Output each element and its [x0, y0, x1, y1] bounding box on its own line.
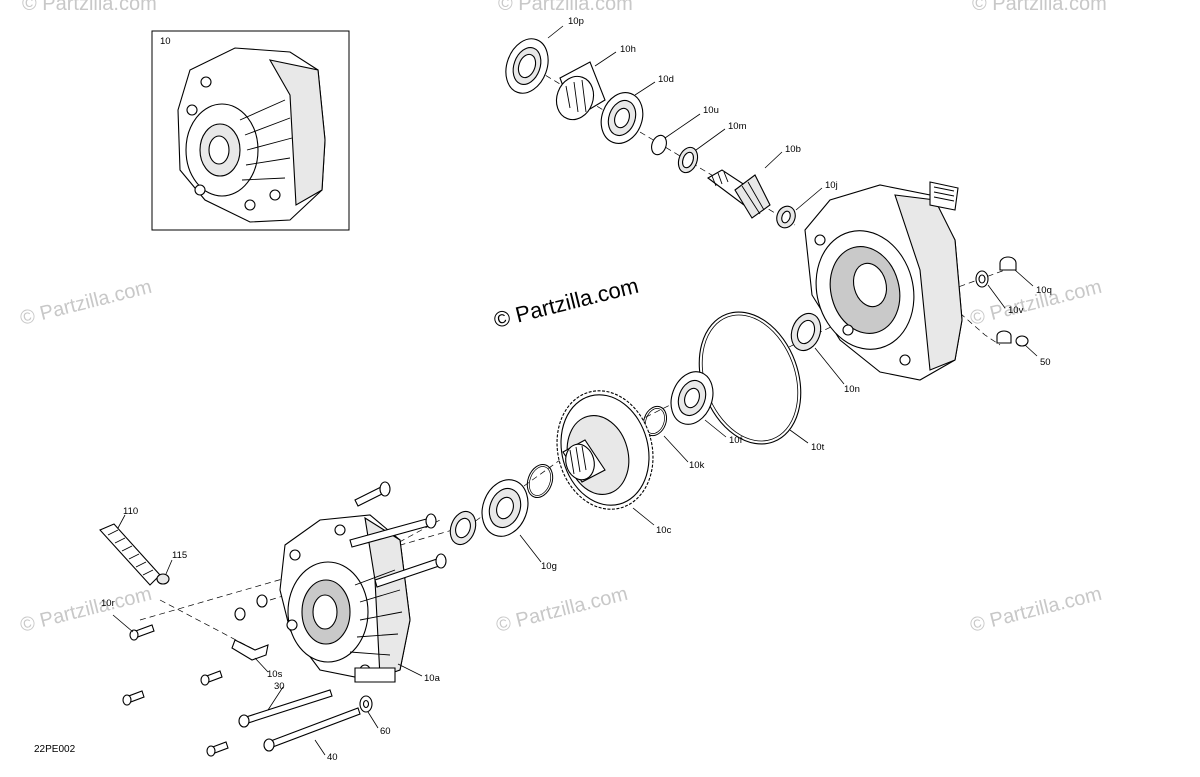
pinion-shaft-10b: [707, 169, 771, 219]
callout-10b: 10b: [785, 144, 801, 155]
bolt-10q: [999, 256, 1017, 271]
boot-110: [99, 523, 161, 586]
seal-10p: [505, 38, 549, 94]
ball-bearing-10d: [600, 92, 644, 144]
watermark: © Partzilla.com: [494, 583, 630, 637]
callout-10v: 10v: [1008, 305, 1024, 316]
callout-10m: 10m: [728, 121, 747, 132]
bolt-10r: [129, 624, 155, 641]
spacer-10j: [776, 205, 796, 229]
callout-110: 110: [123, 506, 138, 517]
watermark: © Partzilla.com: [968, 276, 1104, 330]
main-watermark: © Partzilla.com: [491, 273, 641, 333]
callout-10p: 10p: [568, 16, 584, 27]
circlip-10u: [651, 134, 667, 156]
callout-60: 60: [380, 726, 391, 737]
callout-40: 40: [327, 752, 338, 763]
housing-left-10a: [279, 514, 411, 683]
watermark: © Partzilla.com: [498, 0, 633, 15]
figure-code: 22PE002: [34, 744, 76, 755]
callout-10j: 10j: [825, 180, 838, 191]
callout-10h: 10h: [620, 44, 636, 55]
callout-10d: 10d: [658, 74, 674, 85]
callout-10s: 10s: [267, 669, 283, 680]
bearing-10f: [670, 371, 714, 425]
long-bolt-30: [238, 689, 333, 728]
callout-10f: 10f: [729, 435, 743, 446]
washer-10v: [975, 270, 989, 288]
watermark: © Partzilla.com: [22, 0, 157, 15]
callout-30: 30: [274, 681, 285, 692]
leader-lines: [112, 25, 1038, 756]
callout-10u: 10u: [703, 105, 719, 116]
watermark: © Partzilla.com: [18, 276, 154, 330]
small-bolts: [122, 670, 223, 706]
watermark: © Partzilla.com: [968, 583, 1104, 637]
seal-left: [449, 510, 477, 546]
watermark: © Partzilla.com: [972, 0, 1107, 15]
inset-label: 10: [160, 36, 171, 47]
long-bolt-40: [206, 707, 361, 757]
inset-assembly-box: 10: [151, 30, 350, 231]
callout-10c: 10c: [656, 525, 672, 536]
callout-10a: 10a: [424, 673, 441, 684]
callout-10r: 10r: [101, 598, 115, 609]
callout-10g: 10g: [541, 561, 557, 572]
callout-10n: 10n: [844, 384, 860, 395]
inset-housing-drawing: [177, 47, 326, 223]
callout-10k: 10k: [689, 460, 705, 471]
snap-ring-10g-ring: [526, 464, 554, 498]
callout-10q: 10q: [1036, 285, 1052, 296]
callout-50: 50: [1040, 357, 1051, 368]
fitting-115: [156, 573, 170, 585]
housing-right: [804, 181, 963, 381]
ring-gear-10c: [556, 390, 654, 510]
needle-bearing-10h: [555, 61, 606, 121]
watermark: © Partzilla.com: [18, 583, 154, 637]
bolt-50: [996, 330, 1029, 347]
seal-10n: [790, 312, 822, 352]
bleeder-10s: [231, 594, 269, 661]
callout-10t: 10t: [811, 442, 825, 453]
shim-10m: [677, 146, 699, 174]
studs: [349, 481, 447, 588]
callout-115: 115: [172, 550, 187, 561]
bearing-10g: [481, 479, 529, 537]
washer-60: [359, 695, 373, 713]
callout-labels: 10p 10h 10d 10u 10m 10b 10j 10q 10v 50 1…: [101, 16, 1052, 763]
